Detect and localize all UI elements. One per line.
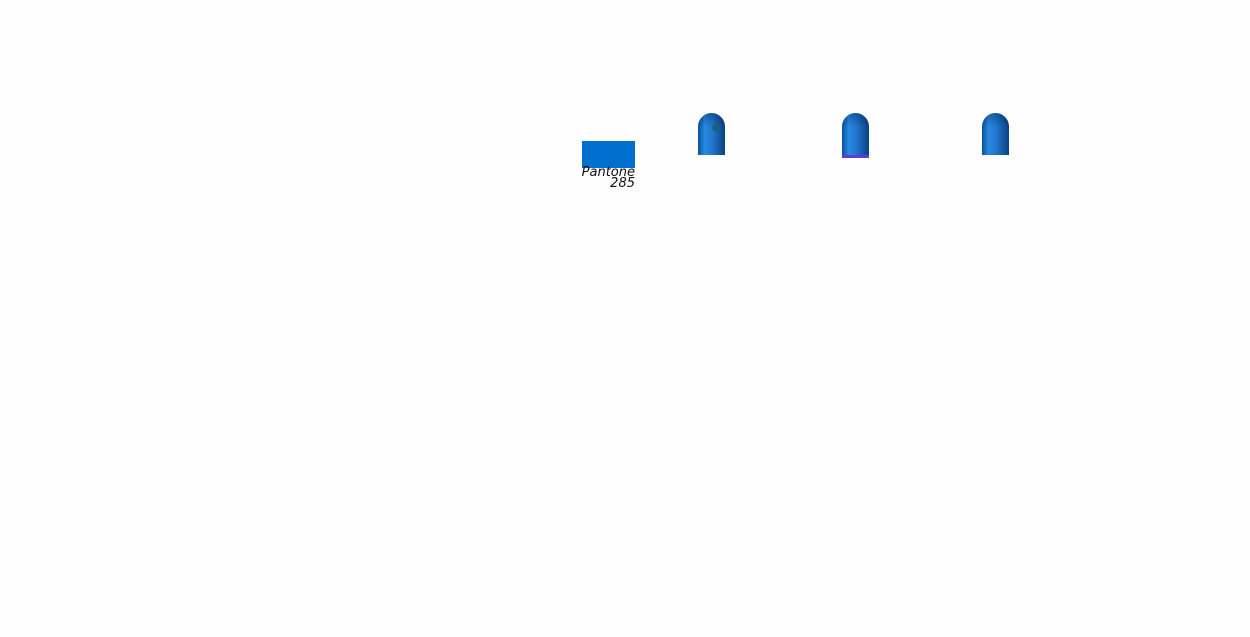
- cap-2-base: [842, 155, 869, 158]
- cap-1: [698, 113, 725, 155]
- cap-3: [982, 113, 1009, 155]
- pantone-code: 285: [610, 176, 635, 191]
- pantone-color-swatch: [582, 141, 635, 168]
- pantone-name: Pantone: [581, 165, 635, 180]
- cap-1-mark: [712, 124, 719, 131]
- cap-2: [842, 113, 869, 155]
- pantone-label: Pantone 285: [578, 165, 635, 191]
